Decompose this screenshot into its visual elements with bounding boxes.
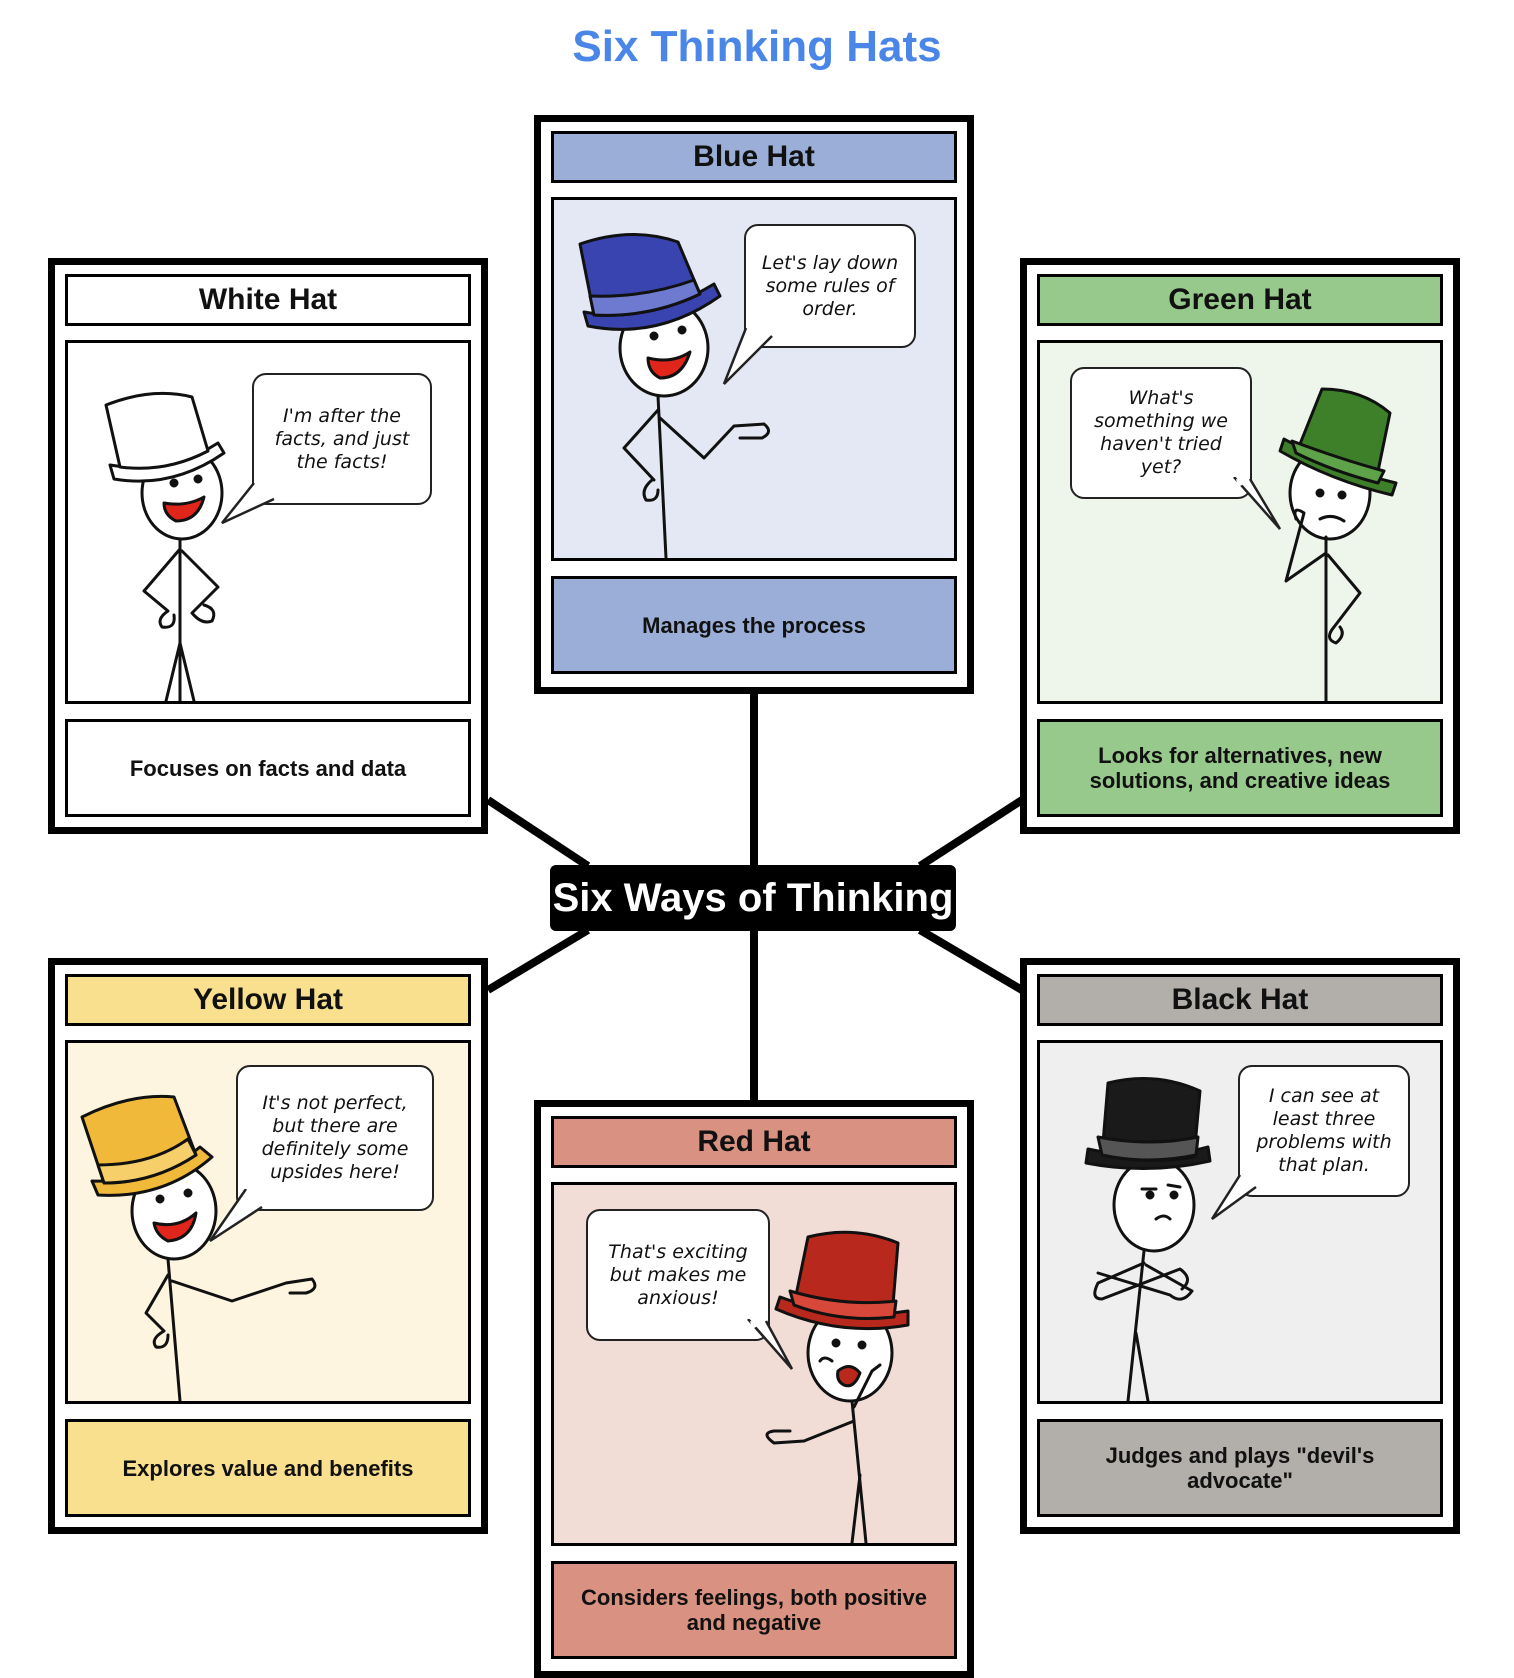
center-label: Six Ways of Thinking xyxy=(550,865,956,931)
green-hat-title: Green Hat xyxy=(1037,274,1443,326)
blue-hat-description: Manages the process xyxy=(551,576,957,674)
black-hat-title: Black Hat xyxy=(1037,974,1443,1026)
black-hat-bubble-tail xyxy=(1210,1175,1257,1221)
page-title: Six Thinking Hats xyxy=(572,22,942,71)
yellow-hat-speech-bubble: It's not perfect, but there are definite… xyxy=(236,1065,434,1211)
connector-green xyxy=(917,796,1025,870)
white-hat-bubble-tail xyxy=(221,483,275,525)
black-hat-speech-bubble: I can see at least three problems with t… xyxy=(1238,1065,1410,1197)
green-hat-scene: What's something we haven't tried yet? xyxy=(1037,340,1443,704)
red-hat-description: Considers feelings, both positive and ne… xyxy=(551,1561,957,1659)
yellow-hat-card: Yellow Hat It's not perfect, but there a… xyxy=(48,958,488,1534)
green-hat-figure xyxy=(1278,387,1398,701)
blue-hat-speech-bubble: Let's lay down some rules of order. xyxy=(744,224,916,348)
blue-hat-scene: Let's lay down some rules of order. xyxy=(551,197,957,561)
red-hat-title: Red Hat xyxy=(551,1116,957,1168)
black-hat-scene: I can see at least three problems with t… xyxy=(1037,1040,1443,1404)
blue-hat-bubble-tail xyxy=(722,328,773,385)
black-hat-figure xyxy=(1084,1077,1212,1401)
green-hat-bubble-tail xyxy=(1233,477,1282,530)
red-hat-card: Red Hat That's exciting but makes me anx… xyxy=(534,1100,974,1678)
connector-white xyxy=(485,796,591,870)
red-hat-scene: That's exciting but makes me anxious! xyxy=(551,1182,957,1546)
connector-yellow xyxy=(485,926,591,994)
black-hat-description: Judges and plays "devil's advocate" xyxy=(1037,1419,1443,1517)
white-hat-speech-bubble: I'm after the facts, and just the facts! xyxy=(252,373,432,505)
yellow-hat-title: Yellow Hat xyxy=(65,974,471,1026)
white-hat-description: Focuses on facts and data xyxy=(65,719,471,817)
green-hat-speech-bubble: What's something we haven't tried yet? xyxy=(1070,367,1252,499)
white-hat-card: White Hat I'm after the facts, and just … xyxy=(48,258,488,834)
blue-hat-figure xyxy=(578,232,770,558)
blue-hat-card: Blue Hat Let's lay down some rules of or… xyxy=(534,115,974,694)
green-hat-description: Looks for alternatives, new solutions, a… xyxy=(1037,719,1443,817)
yellow-hat-scene: It's not perfect, but there are definite… xyxy=(65,1040,471,1404)
white-hat-figure xyxy=(104,391,226,701)
yellow-hat-description: Explores value and benefits xyxy=(65,1419,471,1517)
green-hat-card: Green Hat What's something we haven't tr… xyxy=(1020,258,1460,834)
blue-hat-title: Blue Hat xyxy=(551,131,957,183)
white-hat-scene: I'm after the facts, and just the facts! xyxy=(65,340,471,704)
connector-black xyxy=(917,926,1025,994)
white-hat-title: White Hat xyxy=(65,274,471,326)
yellow-hat-figure xyxy=(80,1094,317,1401)
black-hat-card: Black Hat I can see at least three probl… xyxy=(1020,958,1460,1534)
red-hat-bubble-tail xyxy=(747,1319,794,1370)
red-hat-figure xyxy=(765,1230,910,1543)
yellow-hat-bubble-tail xyxy=(208,1189,263,1243)
red-hat-speech-bubble: That's exciting but makes me anxious! xyxy=(586,1209,770,1341)
